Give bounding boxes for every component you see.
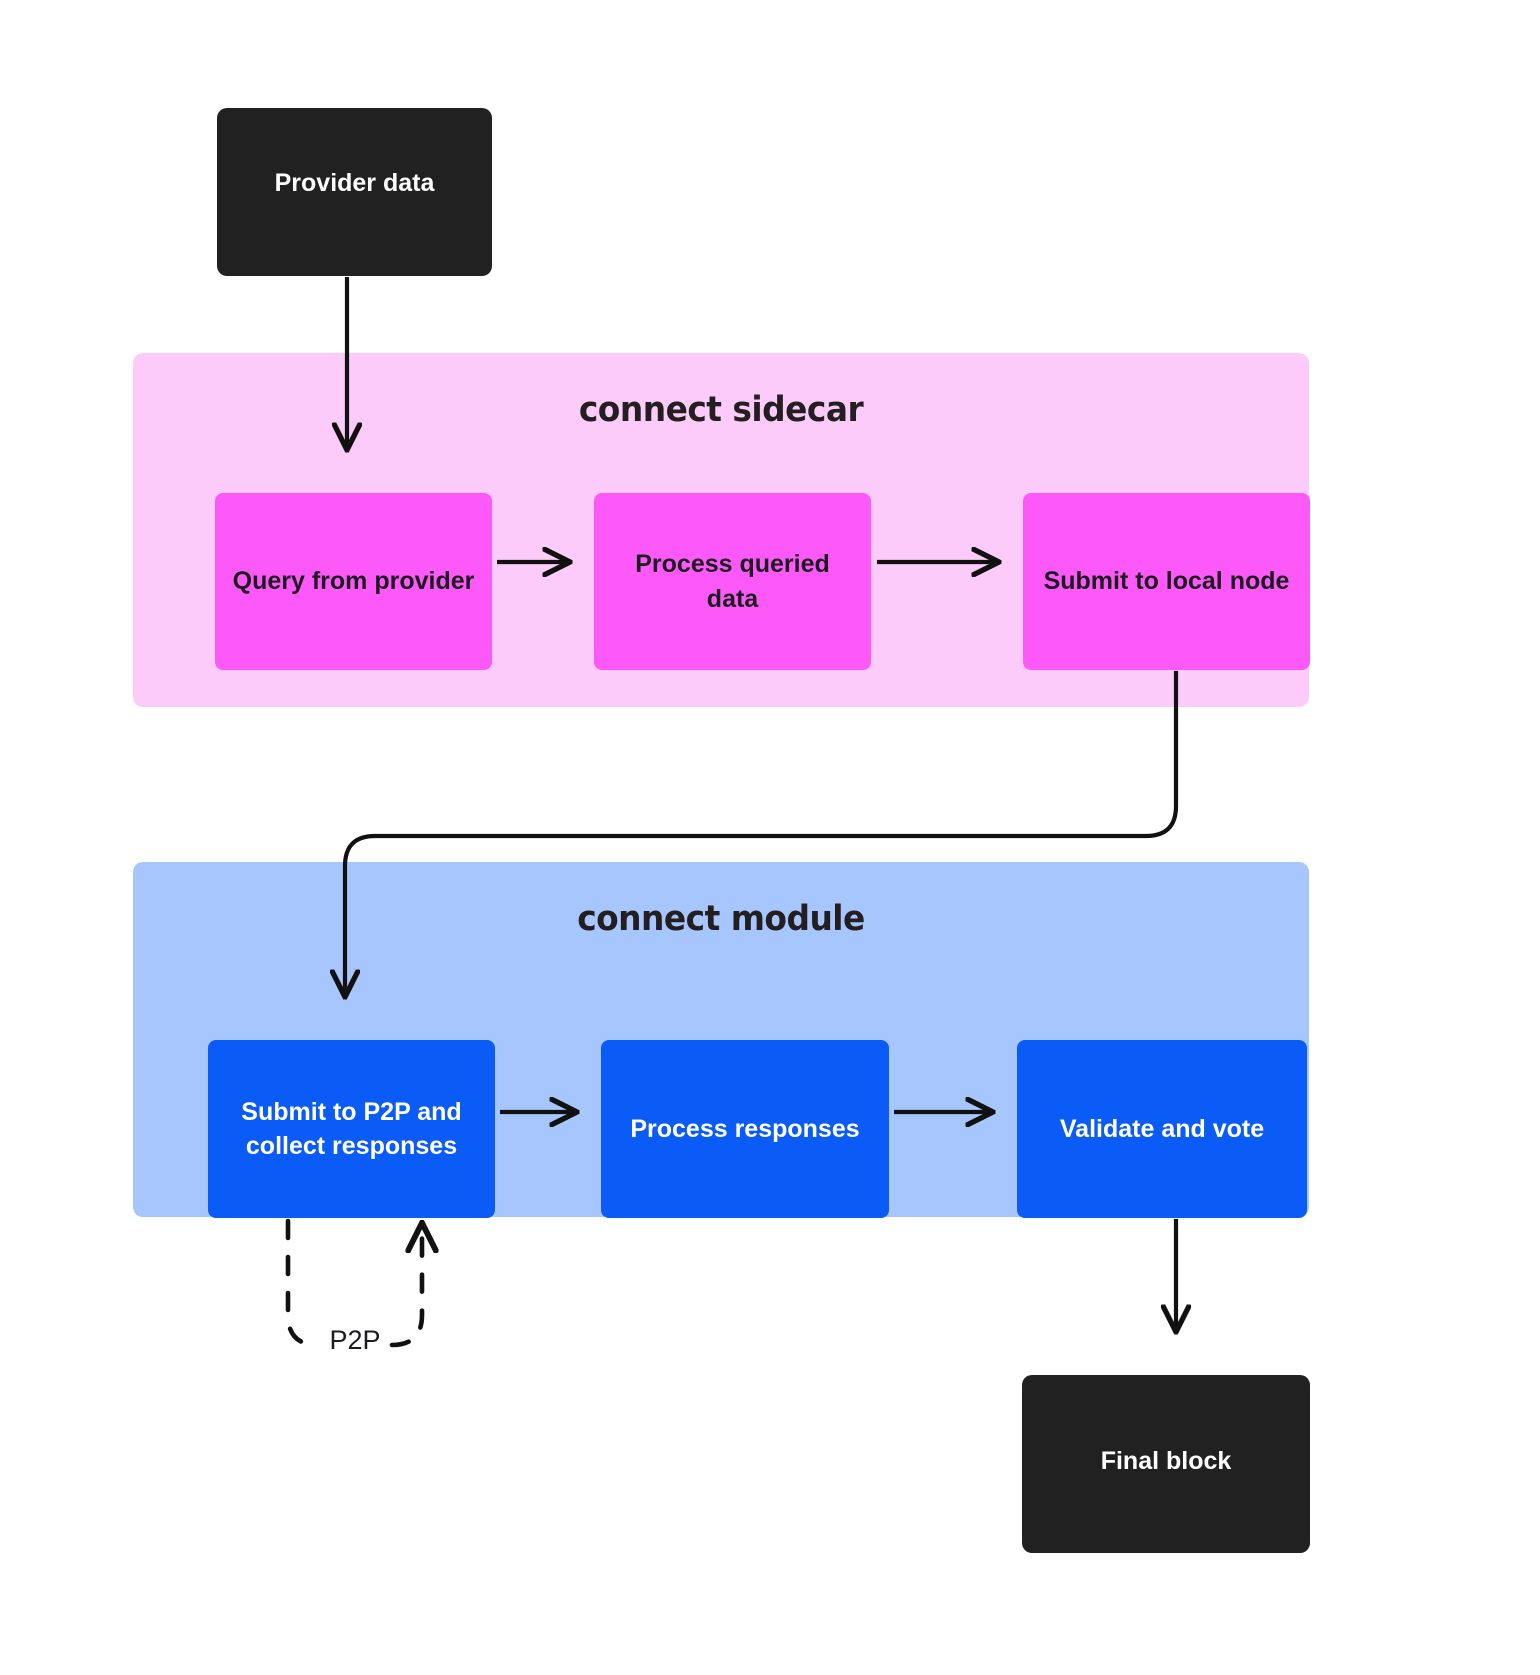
node-provider-data[interactable]: Provider data [217, 108, 492, 276]
node-query-from-provider[interactable]: Query from provider [215, 493, 492, 670]
node-process-responses[interactable]: Process responses [601, 1040, 889, 1218]
group-title-connect-sidecar: connect sidecar [578, 389, 864, 431]
group-title-connect-module: connect module [577, 898, 865, 940]
node-process-responses-label: Process responses [630, 1114, 860, 1143]
node-submit-to-p2p-and-collect-responses[interactable]: Submit to P2P and collect responses [208, 1040, 495, 1218]
node-provider-data-label: Provider data [274, 168, 435, 197]
node-query-from-provider-label: Query from provider [232, 567, 475, 596]
node-process-queried-data-label: Process queried data [635, 550, 830, 613]
node-final-block[interactable]: Final block [1022, 1375, 1310, 1553]
node-submit-to-local-node[interactable]: Submit to local node [1023, 493, 1310, 670]
node-process-queried-data[interactable]: Process queried data [594, 493, 871, 670]
node-submit-to-p2p-label: Submit to P2P and collect responses [241, 1097, 462, 1161]
node-validate-and-vote[interactable]: Validate and vote [1017, 1040, 1307, 1218]
edge-label-p2p: P2P [329, 1325, 381, 1355]
node-submit-to-local-node-label: Submit to local node [1043, 567, 1290, 596]
node-validate-and-vote-label: Validate and vote [1059, 1114, 1265, 1143]
node-final-block-label: Final block [1100, 1446, 1232, 1475]
